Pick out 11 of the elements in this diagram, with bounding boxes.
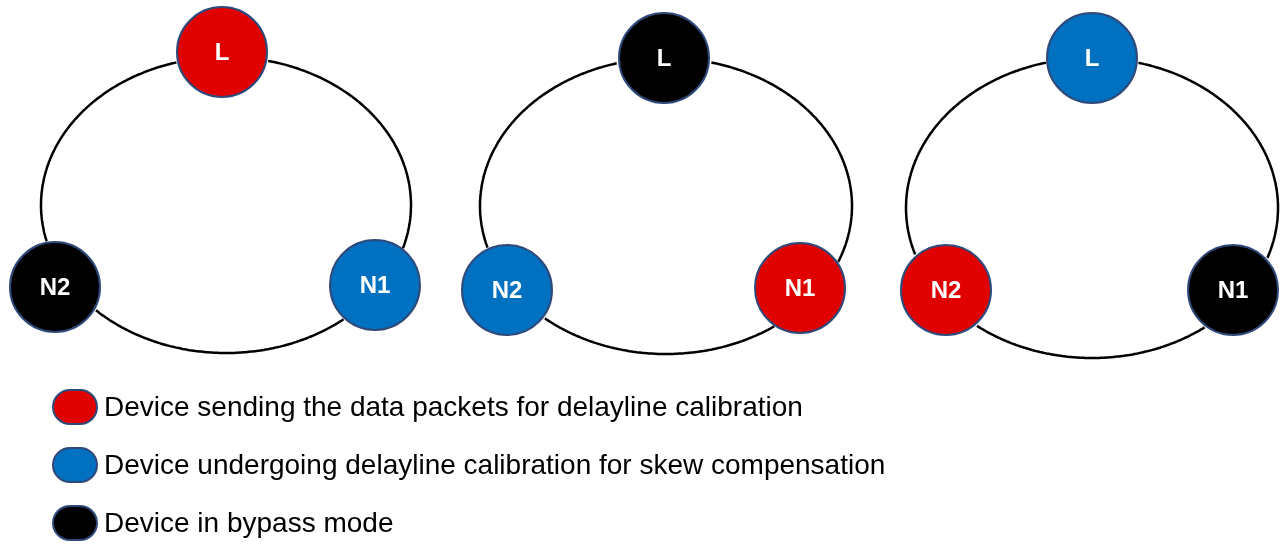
legend-text: Device sending the data packets for delayline calibration <box>104 390 803 424</box>
ring-connector <box>95 309 345 355</box>
ring-connector <box>39 61 177 242</box>
ring-connector <box>267 59 413 249</box>
legend-text: Device in bypass mode <box>104 506 394 540</box>
ring-connector <box>711 61 854 263</box>
ring-connector <box>1138 61 1280 259</box>
ring-connector <box>544 317 775 356</box>
ring-connector <box>904 61 1047 255</box>
ring-connector <box>976 324 1206 360</box>
legend-text: Device undergoing delayline calibration for skew compensation <box>104 448 886 482</box>
